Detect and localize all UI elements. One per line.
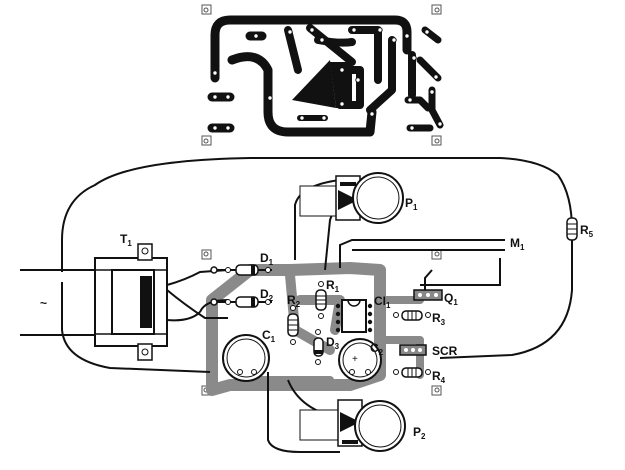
resistor-r2: R2 xyxy=(287,293,301,345)
resistor-r3: R3 xyxy=(393,310,446,327)
ac-input: ~ xyxy=(20,269,95,336)
transistor-q1: Q1 xyxy=(413,269,458,307)
p2-label: P2 xyxy=(413,425,426,441)
r4-label: R4 xyxy=(432,369,446,385)
r3-label: R3 xyxy=(432,311,446,327)
svg-text:+: + xyxy=(352,354,358,365)
d2-label: D2 xyxy=(260,287,274,303)
r5-label: R5 xyxy=(580,223,594,239)
r2-label: R2 xyxy=(287,293,301,309)
capacitor-c2: + C2 xyxy=(338,338,384,382)
resistor-r5: R5 xyxy=(566,217,594,241)
potentiometer-p2: P2 xyxy=(267,372,426,453)
registration-marks xyxy=(201,4,442,146)
d3-label: D3 xyxy=(326,335,340,351)
transformer-t1: T1 xyxy=(94,232,168,361)
capacitor-c1: C1 xyxy=(222,328,276,382)
ci1-label: CI1 xyxy=(374,294,391,310)
p1-label: P1 xyxy=(405,196,418,212)
pcb-pads xyxy=(212,27,443,131)
mains-loop-wire xyxy=(61,157,573,359)
r1-label: R1 xyxy=(326,278,340,294)
potentiometer-p1: P1 xyxy=(294,172,418,271)
c1-label: C1 xyxy=(262,328,276,344)
t1-label: T1 xyxy=(120,232,132,248)
scr-device: SCR xyxy=(399,344,458,358)
diode-d2: D2 xyxy=(210,287,274,308)
d1-label: D1 xyxy=(260,251,274,267)
scr-label: SCR xyxy=(432,344,458,358)
resistor-r4: R4 xyxy=(393,367,446,385)
pcb-layout xyxy=(201,4,444,146)
c2-label: C2 xyxy=(370,341,384,357)
q1-label: Q1 xyxy=(444,291,458,307)
ic-ci1: CI1 xyxy=(335,294,391,333)
ac-symbol: ~ xyxy=(40,296,47,310)
m1-label: M1 xyxy=(510,236,525,252)
m1-connection: M1 xyxy=(339,236,525,286)
diode-d1: D1 xyxy=(210,251,274,276)
resistor-r1: R1 xyxy=(315,278,340,319)
diode-d3: D3 xyxy=(313,329,340,365)
